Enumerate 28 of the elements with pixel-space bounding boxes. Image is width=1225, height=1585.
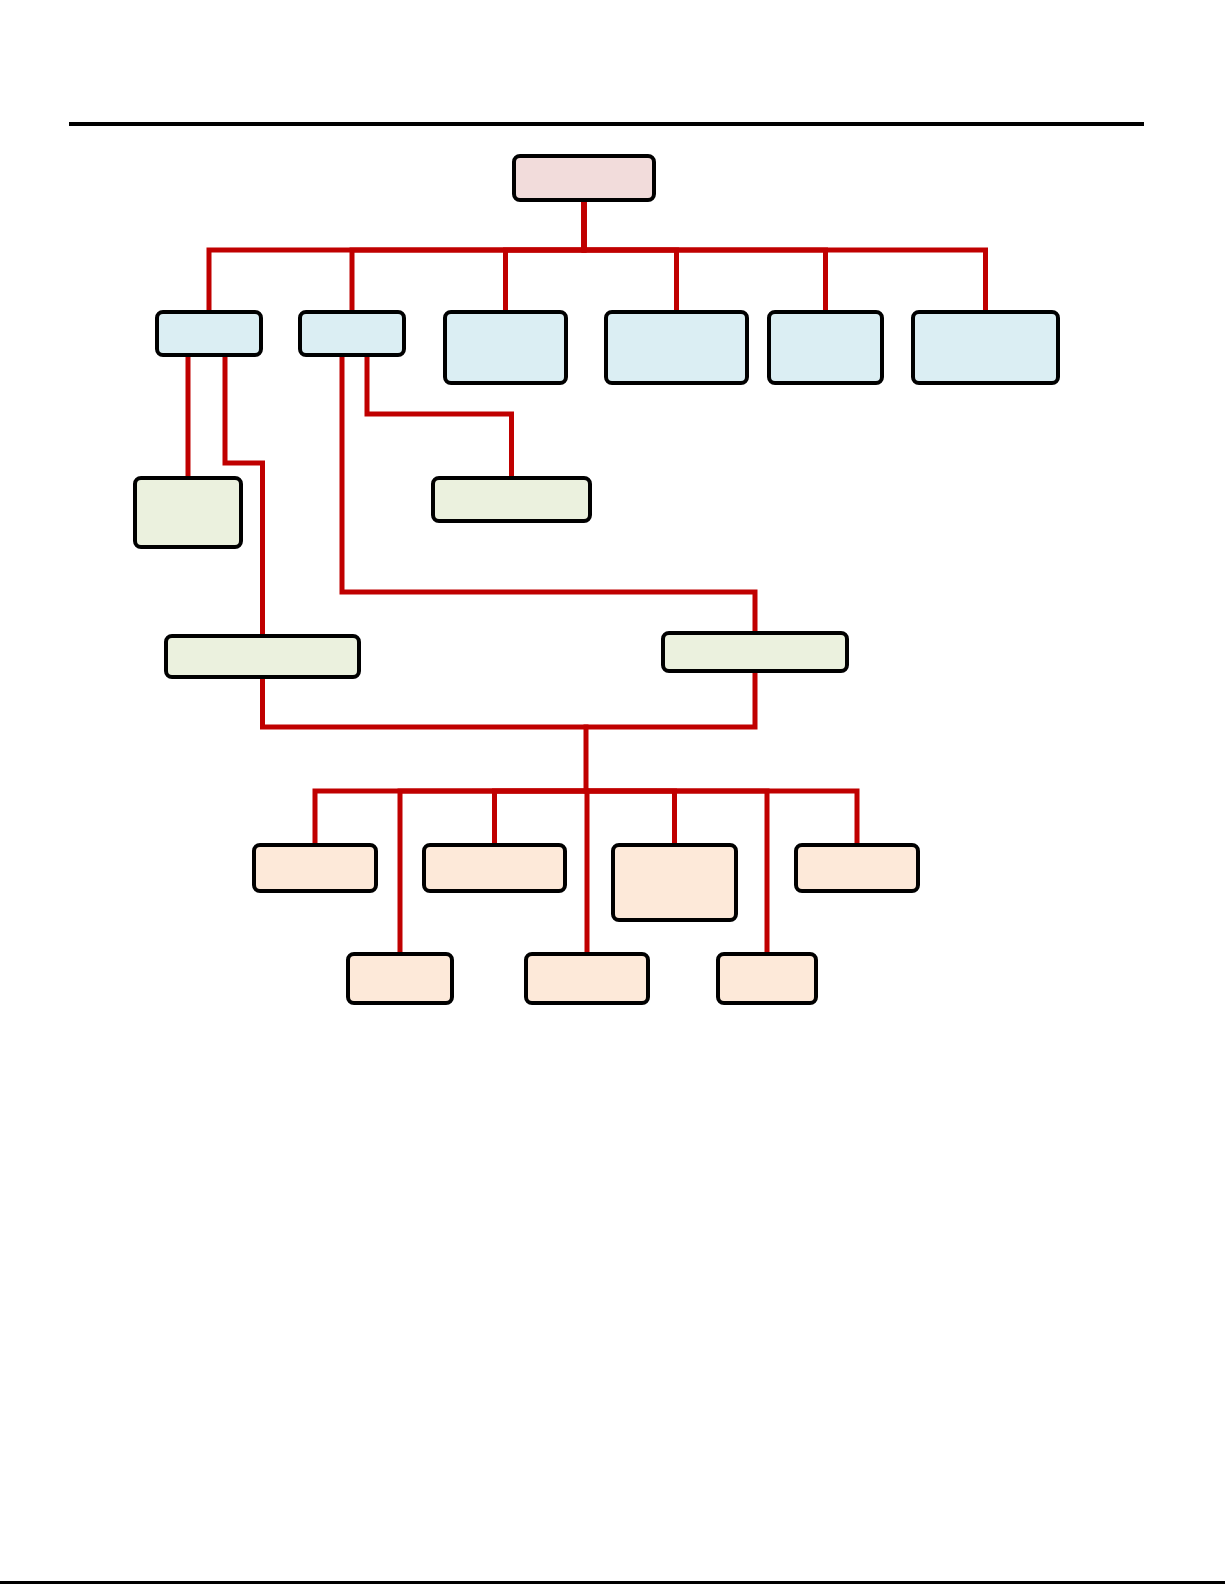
org-chart-box (767, 310, 884, 385)
connector-line (222, 357, 265, 634)
org-chart-box (512, 154, 656, 202)
org-chart-box (604, 310, 749, 385)
connector-line (364, 357, 514, 476)
connector-line (397, 788, 586, 952)
org-chart-box (443, 310, 568, 385)
org-chart-box (661, 631, 849, 673)
org-chart-box (431, 476, 592, 523)
org-chart-box (794, 843, 920, 893)
connector-line (586, 788, 770, 952)
org-chart-box (346, 952, 454, 1005)
connector-line (339, 357, 758, 631)
connector-line (260, 679, 586, 730)
connector-line (185, 357, 191, 476)
org-chart-box (298, 310, 406, 357)
connector-line (586, 673, 758, 730)
org-chart-box (252, 843, 378, 893)
connector-line (581, 202, 988, 310)
org-chart-box (164, 634, 361, 679)
org-chart-box (422, 843, 567, 893)
org-chart-box (133, 476, 243, 549)
org-chart-box (911, 310, 1060, 385)
org-chart-box (611, 843, 738, 922)
connector-line (583, 788, 590, 952)
org-chart-box (155, 310, 263, 357)
org-chart-box (524, 952, 650, 1005)
org-chart-box (716, 952, 818, 1005)
